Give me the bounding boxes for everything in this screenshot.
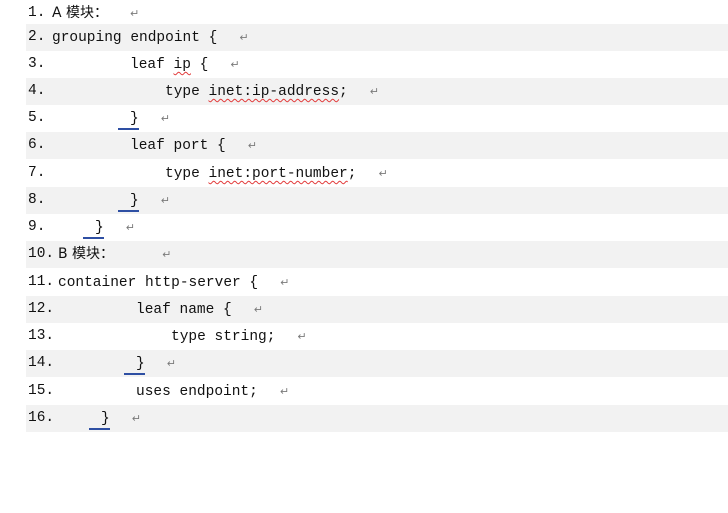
code-text: { [190, 57, 209, 73]
line-number: 5. [28, 110, 46, 126]
paragraph-mark-icon: ↵ [378, 167, 388, 180]
code-text: } [83, 215, 104, 242]
line-number: 13. [28, 328, 55, 344]
line-number: 1. [28, 5, 46, 21]
code-line: 15. uses endpoint; ↵ [26, 378, 728, 405]
paragraph-mark-icon: ↵ [230, 58, 240, 71]
code-line: 9. } ↵ [26, 214, 728, 241]
code-text: container http-server { [58, 275, 259, 291]
code-line: 7. type inet:port-number; ↵ [26, 160, 728, 187]
paragraph-mark-icon: ↵ [253, 303, 263, 316]
line-number: 8. [28, 192, 46, 208]
paragraph-mark-icon: ↵ [131, 412, 141, 425]
code-text: type [165, 84, 209, 100]
line-number: 16. [28, 410, 55, 426]
line-number: 4. [28, 83, 46, 99]
code-text: leaf name { [136, 302, 232, 318]
code-line: 8. } ↵ [26, 187, 728, 214]
paragraph-mark-icon: ↵ [239, 31, 249, 44]
code-line: 5. } ↵ [26, 105, 728, 132]
code-document: 1. A 模块： ↵ 2. grouping endpoint { ↵ 3. lea… [26, 0, 728, 432]
line-number: 2. [28, 29, 46, 45]
code-line: 1. A 模块： ↵ [26, 0, 728, 27]
code-line: 14. } ↵ [26, 350, 728, 377]
code-text: ; [339, 84, 348, 100]
code-line: 11. container http-server { ↵ [26, 269, 728, 296]
code-line: 10. B 模块： ↵ [26, 241, 728, 268]
line-number: 9. [28, 219, 46, 235]
paragraph-mark-icon: ↵ [369, 85, 379, 98]
code-text: leaf [130, 57, 174, 73]
code-line: 12. leaf name { ↵ [26, 296, 728, 323]
code-text: } [124, 351, 145, 378]
section-label: B 模块： [58, 246, 115, 262]
paragraph-mark-icon: ↵ [160, 194, 170, 207]
spellcheck-flagged-text: inet:port-number [208, 166, 348, 182]
line-number: 10. [28, 246, 55, 262]
code-line: 13. type string; ↵ [26, 323, 728, 350]
spellcheck-flagged-text: ip [173, 57, 191, 73]
code-line: 3. leaf ip { ↵ [26, 51, 728, 78]
code-text: } [89, 406, 110, 433]
code-text: uses endpoint; [136, 384, 258, 400]
paragraph-mark-icon: ↵ [166, 357, 176, 370]
paragraph-mark-icon: ↵ [160, 112, 170, 125]
paragraph-mark-icon: ↵ [297, 330, 307, 343]
paragraph-mark-icon: ↵ [130, 7, 140, 20]
section-label: A 模块： [52, 5, 109, 21]
line-number: 3. [28, 56, 46, 72]
code-line: 4. type inet:ip-address; ↵ [26, 78, 728, 105]
paragraph-mark-icon: ↵ [247, 139, 257, 152]
line-number: 14. [28, 355, 55, 371]
code-line: 2. grouping endpoint { ↵ [26, 24, 728, 51]
line-number: 7. [28, 165, 46, 181]
paragraph-mark-icon: ↵ [279, 385, 290, 398]
code-line: 16. } ↵ [26, 405, 728, 432]
code-text: grouping endpoint { [52, 30, 218, 46]
paragraph-mark-icon: ↵ [280, 276, 290, 289]
line-number: 6. [28, 137, 46, 153]
code-text: type [165, 166, 209, 182]
spellcheck-flagged-text: inet:ip-address [208, 84, 340, 100]
paragraph-mark-icon: ↵ [125, 221, 135, 234]
code-text: } [118, 106, 139, 133]
paragraph-mark-icon: ↵ [162, 248, 172, 261]
line-number: 15. [28, 383, 55, 399]
code-text: type string; [171, 329, 276, 345]
code-line: 6. leaf port { ↵ [26, 132, 728, 159]
code-text: ; [347, 166, 357, 182]
code-text: } [118, 188, 139, 215]
line-number: 12. [28, 301, 55, 317]
code-text: leaf port { [130, 138, 226, 154]
line-number: 11. [28, 274, 55, 290]
